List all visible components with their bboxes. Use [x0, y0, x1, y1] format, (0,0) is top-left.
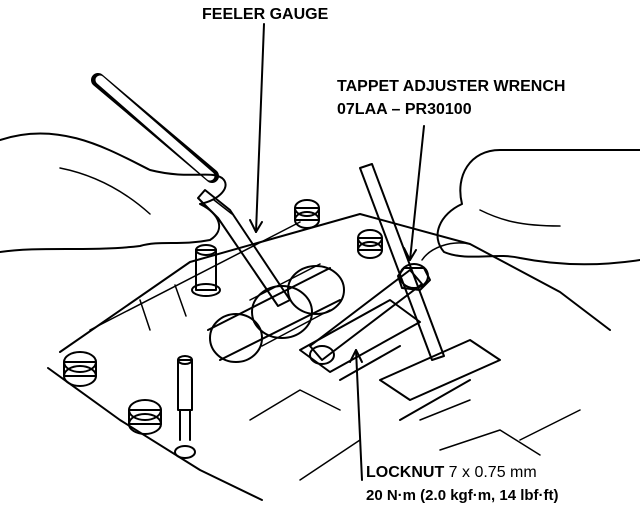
camshaft: [208, 264, 344, 362]
locknut-torque-spec: 20 N·m (2.0 kgf·m, 14 lbf·ft): [366, 487, 559, 504]
feeler-gauge-label: FEELER GAUGE: [202, 6, 329, 23]
head-bolt-mid: [358, 230, 382, 258]
head-bolt-front: [129, 400, 161, 434]
right-hand: [438, 150, 640, 264]
tappet-adjuster-wrench: [310, 164, 444, 360]
spark-plug: [175, 356, 195, 458]
rocker-arm-rear: [380, 340, 500, 420]
tappet-wrench-label: TAPPET ADJUSTER WRENCH: [337, 78, 566, 95]
stud-left: [192, 245, 220, 296]
cylinder-head-outline: [60, 214, 610, 352]
locknut-leader: [356, 350, 362, 480]
cylinder-head-lower-edge: [48, 368, 262, 500]
locknut-size: 7 x 0.75 mm: [448, 464, 537, 481]
left-hand: [0, 133, 226, 252]
head-bolt-top: [295, 200, 319, 228]
cam-lobe-2: [252, 286, 312, 338]
locknut-label: LOCKNUT 7 x 0.75 mm: [366, 464, 537, 482]
tappet-wrench-part-number: 07LAA – PR30100: [337, 101, 472, 118]
locknut-name: LOCKNUT: [366, 464, 445, 481]
feeler-gauge-leader: [256, 24, 264, 232]
tappet-wrench-leader: [410, 126, 424, 260]
cam-lobe-1: [210, 314, 262, 362]
head-bolt-left: [64, 352, 96, 386]
rocker-arm: [300, 300, 420, 380]
feeler-gauge: [98, 80, 290, 306]
